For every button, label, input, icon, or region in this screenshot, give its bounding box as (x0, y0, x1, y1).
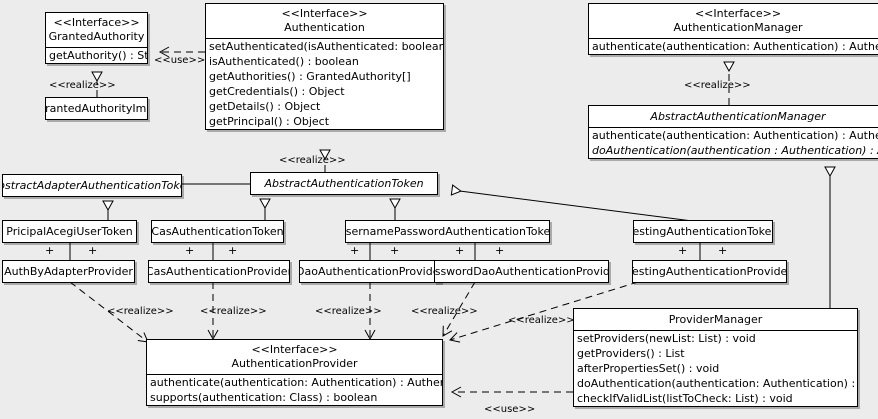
class-box-authenticationmanager[interactable]: <<Interface>> AuthenticationManager auth… (588, 3, 878, 55)
class-name-label: TestingAuthenticationProvider (632, 264, 787, 278)
assoc-marker-plus: + (228, 244, 238, 257)
class-name-label: AbstractAdapterAuthenticationToken (3, 178, 181, 192)
class-name-label: AuthenticationManager (673, 21, 803, 34)
assoc-marker-plus: + (45, 244, 55, 257)
edge-label-realize-authbyadapterprovider: <<realize>> (107, 306, 174, 317)
stereotype-label: <<Interface>> (694, 7, 782, 20)
edge-label-realize-casprovider: <<realize>> (200, 306, 267, 317)
class-box-testingauthenticationtoken[interactable]: TestingAuthenticationToken (633, 220, 773, 243)
method-compartment: setProviders(newList: List) : void getPr… (574, 331, 857, 406)
compartment-divider (147, 374, 442, 375)
assoc-marker-plus: + (455, 244, 465, 257)
edge-label-use-authentication-grantedauthority: <<use>> (154, 55, 206, 66)
class-box-testingauthenticationprovider[interactable]: TestingAuthenticationProvider (632, 260, 787, 283)
class-box-casauthenticationprovider[interactable]: CasAuthenticationProvider (148, 260, 290, 283)
class-name-label: PasswordDaoAuthenticationProvider (434, 264, 608, 278)
class-box-abstractadapterauthenticationtoken[interactable]: AbstractAdapterAuthenticationToken (2, 174, 182, 197)
edge-label-realize-abstractauthenticationmanager: <<realize>> (684, 80, 751, 91)
assoc-marker-plus: + (390, 244, 400, 257)
stereotype-label: <<Interface>> (251, 343, 338, 356)
assoc-marker-plus: + (718, 244, 728, 257)
class-box-abstractauthenticationtoken[interactable]: AbstractAuthenticationToken (250, 172, 438, 195)
link-testingauthenticationtoken-extends-abstracttoken (452, 190, 701, 223)
edge-label-realize-abstracttoken: <<realize>> (279, 155, 346, 166)
class-box-providermanager[interactable]: ProviderManager setProviders(newList: Li… (573, 308, 858, 407)
assoc-marker-plus: + (185, 244, 195, 257)
class-name-label: TestingAuthenticationToken (633, 224, 773, 238)
compartment-divider (589, 127, 878, 128)
class-box-authbyadapterprovider[interactable]: AuthByAdapterProvider (2, 260, 135, 283)
class-box-authentication[interactable]: <<Interface>> Authentication setAuthenti… (205, 3, 444, 130)
class-box-abstractauthenticationmanager[interactable]: AbstractAuthenticationManager authentica… (588, 105, 878, 159)
method-item: authenticate(authentication: Authenticat… (150, 376, 442, 389)
method-item: getCredentials() : Object (209, 85, 345, 98)
edge-label-realize-grantedauthorityimpl: <<realize>> (49, 80, 116, 91)
compartment-divider (589, 38, 878, 39)
class-name-label: PricipalAcegiUserToken (6, 224, 133, 238)
stereotype-label: <<Interface>> (53, 16, 140, 29)
class-name-label: AbstractAuthenticationToken (264, 176, 424, 190)
method-item: doAuthentication(authentication: Authent… (577, 377, 857, 390)
class-box-authenticationprovider[interactable]: <<Interface>> AuthenticationProvider aut… (146, 339, 443, 406)
class-box-usernamepasswordauthenticationtoken[interactable]: UsernamePasswordAuthenticationToken (345, 220, 550, 243)
assoc-marker-plus: + (495, 244, 505, 257)
method-item: afterPropertiesSet() : void (577, 362, 720, 375)
method-item: supports(authentication: Class) : boolea… (150, 391, 378, 404)
edge-label-realize-daoprovider: <<realize>> (315, 306, 382, 317)
edge-label-realize-passworddaoprovider: <<realize>> (411, 306, 478, 317)
method-item: authenticate(authentication: Authenticat… (592, 40, 878, 53)
class-box-grantedauthorityimpl[interactable]: GrantedAuthorityImpl (45, 97, 148, 120)
class-box-daoauthenticationprovider[interactable]: DaoAuthenticationProvider (299, 260, 441, 283)
class-name-label: AbstractAuthenticationManager (650, 110, 826, 123)
edge-label-use-providermanager: <<use>> (484, 404, 536, 415)
method-item: checkIfValidList(listToCheck: List) : vo… (577, 392, 793, 405)
class-box-grantedauthority[interactable]: <<Interface>> GrantedAuthority getAuthor… (45, 12, 148, 64)
method-compartment: getAuthority() : String (46, 48, 147, 63)
class-name-label: GrantedAuthority (48, 30, 145, 43)
class-name-label: ProviderManager (668, 313, 763, 326)
class-box-passworddaoauthenticationprovider[interactable]: PasswordDaoAuthenticationProvider (434, 260, 609, 283)
stereotype-label: <<Interface>> (281, 7, 368, 20)
method-compartment: setAuthenticated(isAuthenticated: boolea… (206, 39, 443, 129)
method-item: authenticate(authentication: Authenticat… (592, 129, 878, 142)
class-name-label: UsernamePasswordAuthenticationToken (345, 224, 550, 238)
compartment-divider (46, 47, 147, 48)
class-name-label: CasAuthenticationToken (151, 224, 284, 238)
class-name-label: AuthByAdapterProvider (4, 264, 133, 278)
compartment-divider (206, 38, 443, 39)
class-box-pricipalacegiusertoken[interactable]: PricipalAcegiUserToken (2, 220, 137, 243)
method-item: isAuthenticated() : boolean (209, 55, 359, 68)
method-item: getDetails() : Object (209, 100, 321, 113)
class-box-casauthenticationtoken[interactable]: CasAuthenticationToken (151, 220, 284, 243)
class-name-label: Authentication (284, 21, 365, 34)
method-item: getProviders() : List (577, 347, 685, 360)
assoc-marker-plus: + (678, 244, 688, 257)
compartment-divider (574, 330, 857, 331)
assoc-marker-plus: + (88, 244, 98, 257)
method-item: doAuthentication(authentication : Authen… (592, 144, 878, 157)
class-name-label: DaoAuthenticationProvider (299, 264, 441, 278)
method-item: getPrincipal() : Object (209, 115, 330, 128)
class-name-label: CasAuthenticationProvider (148, 264, 290, 278)
method-compartment: authenticate(authentication: Authenticat… (589, 39, 878, 54)
method-compartment: authenticate(authentication: Authenticat… (589, 128, 878, 158)
method-item: getAuthority() : String (49, 49, 147, 62)
class-name-label: GrantedAuthorityImpl (45, 101, 147, 115)
method-item: setAuthenticated(isAuthenticated: boolea… (209, 40, 443, 53)
method-item: getAuthorities() : GrantedAuthority[] (209, 70, 411, 83)
class-name-label: AuthenticationProvider (231, 357, 358, 370)
assoc-marker-plus: + (350, 244, 360, 257)
edge-label-realize-testingprovider: <<realize>> (508, 315, 575, 326)
method-item: setProviders(newList: List) : void (577, 332, 756, 345)
method-compartment: authenticate(authentication: Authenticat… (147, 375, 442, 405)
